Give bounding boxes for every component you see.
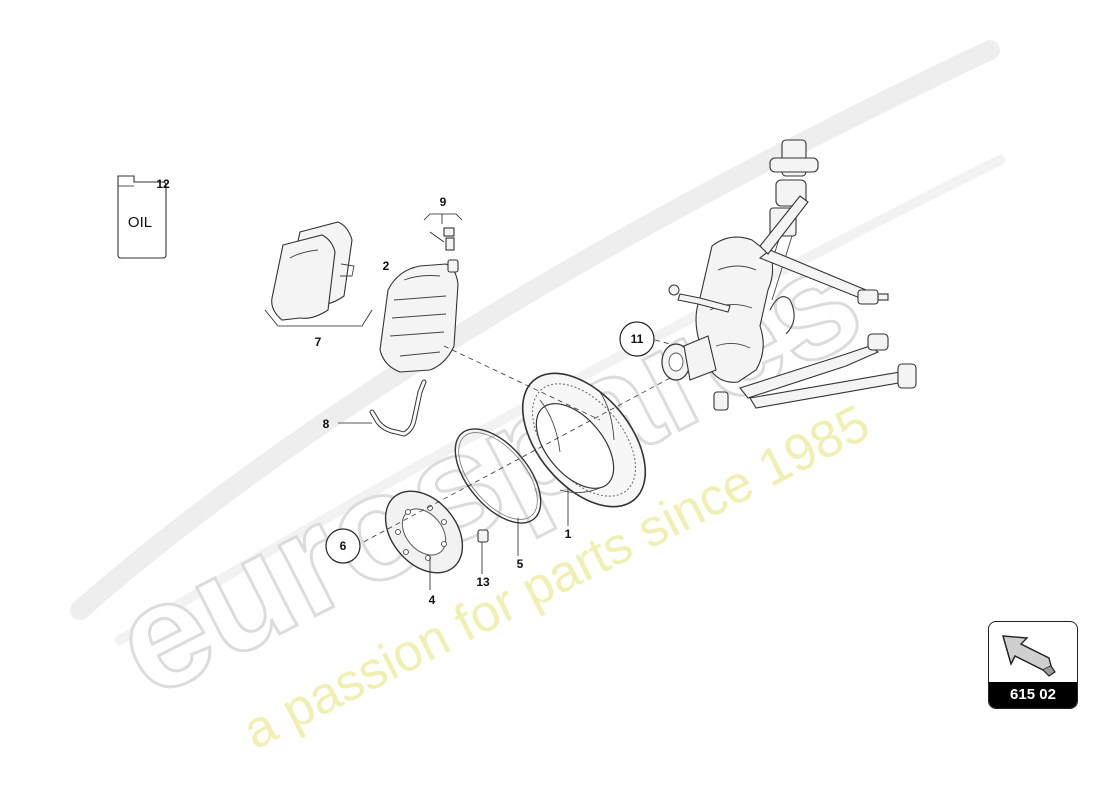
callout-5: 5 xyxy=(517,557,524,571)
screw-part xyxy=(477,529,489,574)
suspension-assembly-part xyxy=(661,139,917,411)
callout-9: 9 xyxy=(440,195,447,209)
callout-1: 1 xyxy=(565,527,572,541)
callout-4: 4 xyxy=(429,593,436,607)
callout-11: 11 xyxy=(631,332,644,346)
callout-8: 8 xyxy=(323,417,330,431)
callout-6: 6 xyxy=(340,539,347,553)
brake-pipe-part xyxy=(338,379,427,437)
callout-7: 7 xyxy=(315,335,322,349)
brake-pads-part xyxy=(264,221,373,327)
brake-caliper-part xyxy=(379,259,459,373)
page-code: 615 02 xyxy=(989,682,1077,708)
callout-2: 2 xyxy=(383,259,390,273)
brake-disc-part xyxy=(521,372,647,526)
callouts: 12 9 2 7 8 1 5 13 4 11 6 xyxy=(156,177,655,607)
disc-hub-part xyxy=(384,490,464,590)
oil-can-part: OIL xyxy=(117,175,167,259)
page-reference-badge: 615 02 xyxy=(988,621,1078,709)
callout-6-circle xyxy=(325,528,361,564)
callout-13: 13 xyxy=(476,575,490,589)
direction-arrow-icon xyxy=(1002,635,1056,677)
callout-12: 12 xyxy=(156,177,170,191)
bleed-screw-part xyxy=(423,213,463,251)
oil-label: OIL xyxy=(128,214,152,231)
callout-11-circle xyxy=(619,321,655,357)
